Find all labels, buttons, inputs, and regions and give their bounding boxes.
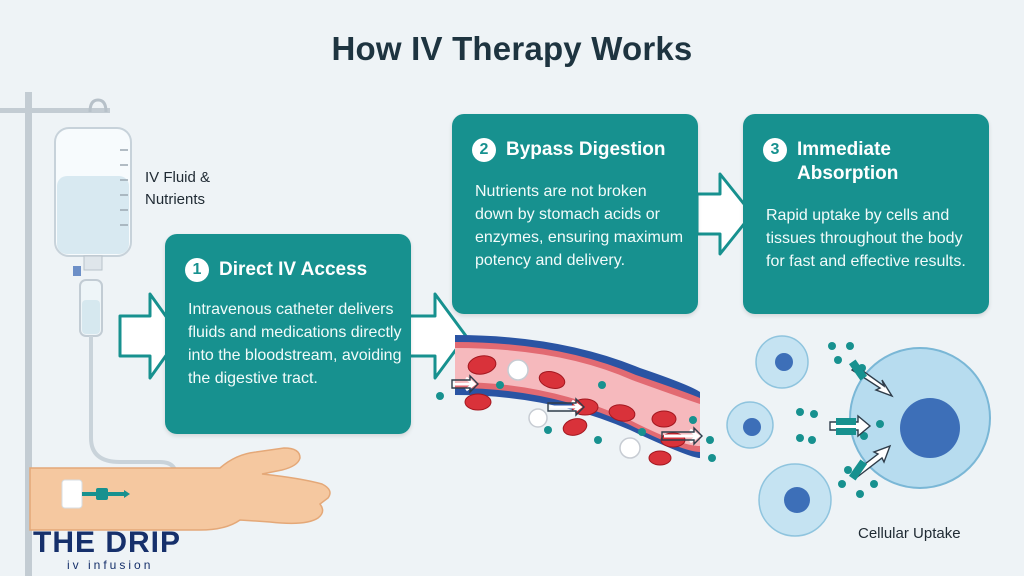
iv-bag-icon	[54, 127, 132, 276]
page-title: How IV Therapy Works	[331, 30, 693, 67]
arm-icon	[29, 447, 331, 531]
logo-tagline: iv infusion	[67, 558, 154, 572]
catheter-icon	[82, 488, 130, 500]
step-header: 1 Direct IV Access	[185, 258, 367, 282]
cell-icon	[758, 463, 832, 537]
bag-hook-icon	[88, 98, 108, 113]
step-title: Bypass Digestion	[506, 139, 666, 160]
arrow-right-icon	[695, 172, 754, 256]
step-title: Direct IV Access	[219, 259, 368, 280]
brand-logo: THE DRIP iv infusion	[33, 526, 182, 573]
cell-icon	[726, 401, 774, 449]
red-blood-cells	[464, 355, 686, 466]
step-card-bypass-digestion: 2 Bypass Digestion Nutrients are not bro…	[452, 114, 698, 314]
step-description: Intravenous catheter delivers fluids and…	[188, 301, 402, 387]
nutrient-particles	[436, 381, 716, 462]
step-number-badge: 1	[185, 258, 209, 282]
iv-bag-label: IV Fluid & Nutrients	[145, 169, 211, 208]
cellular-uptake-label: Cellular Uptake	[858, 525, 961, 542]
iv-pole-arm	[0, 108, 110, 113]
step-card-immediate-absorption: 3 Immediate Absorption Rapid uptake by c…	[743, 114, 989, 314]
white-blood-cells	[507, 359, 641, 459]
step-header: 3 Immediate Absorption	[763, 138, 973, 186]
step-header: 2 Bypass Digestion	[472, 138, 665, 162]
iv-pole	[25, 92, 32, 576]
logo-name: THE DRIP	[33, 526, 182, 559]
step-card-direct-iv-access: 1 Direct IV Access Intravenous catheter …	[165, 234, 411, 434]
step-description: Rapid uptake by cells and tissues throug…	[766, 207, 966, 270]
channel-icon	[836, 359, 868, 481]
step-number-badge: 2	[472, 138, 496, 162]
step-number-badge: 3	[763, 138, 787, 162]
flow-arrow-outline	[451, 374, 703, 446]
cell-icon	[755, 335, 809, 389]
arrow-right-icon	[405, 292, 468, 380]
nutrient-particles	[796, 342, 884, 498]
step-description: Nutrients are not broken down by stomach…	[475, 183, 684, 269]
step-title: Immediate Absorption	[797, 139, 899, 184]
